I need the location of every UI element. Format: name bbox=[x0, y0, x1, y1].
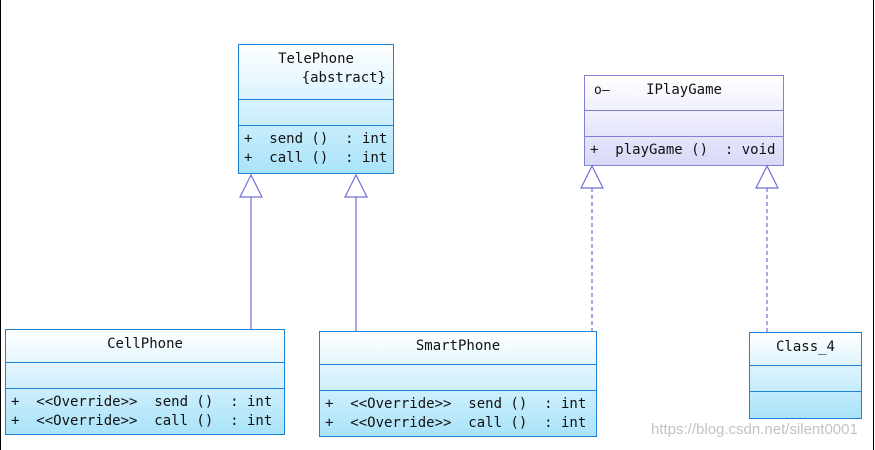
class-telephone-stereotype: {abstract} bbox=[301, 70, 386, 86]
class-smartphone[interactable]: SmartPhone + <<Override>> send () : int … bbox=[319, 331, 597, 437]
interface-iplaygame[interactable]: o– IPlayGame + playGame () : void bbox=[584, 75, 784, 166]
interface-iplaygame-name: IPlayGame bbox=[646, 82, 722, 98]
generalization-arrowhead bbox=[344, 173, 368, 198]
realization-smartphone-iplaygame[interactable] bbox=[580, 164, 604, 331]
method-override-call: + <<Override>> call () : int bbox=[11, 413, 273, 429]
class-cellphone-header: CellPhone bbox=[6, 330, 284, 362]
generalization-cellphone-telephone[interactable] bbox=[239, 173, 263, 329]
class-telephone-attributes bbox=[239, 99, 393, 125]
class-telephone[interactable]: TelePhone {abstract} + send () : int + c… bbox=[238, 44, 394, 174]
canvas-right-border bbox=[873, 0, 874, 450]
class-cellphone-methods: + <<Override>> send () : int + <<Overrid… bbox=[6, 388, 284, 434]
class-class4-methods bbox=[750, 391, 861, 418]
watermark-url: https://blog.csdn.net/silent0001 bbox=[651, 421, 858, 438]
interface-iplaygame-methods: + playGame () : void bbox=[585, 136, 783, 165]
method-call: + call () : int bbox=[244, 150, 388, 166]
class-cellphone[interactable]: CellPhone + <<Override>> send () : int +… bbox=[5, 329, 285, 435]
method-send: + send () : int bbox=[244, 131, 388, 147]
method-override-call: + <<Override>> call () : int bbox=[325, 415, 587, 431]
class-class4-name: Class_4 bbox=[775, 339, 835, 355]
class-cellphone-attributes bbox=[6, 362, 284, 388]
class-smartphone-header: SmartPhone bbox=[320, 332, 596, 364]
class-smartphone-name: SmartPhone bbox=[415, 338, 501, 354]
class-telephone-header: TelePhone {abstract} bbox=[239, 45, 393, 99]
interface-iplaygame-attributes bbox=[585, 110, 783, 136]
interface-iplaygame-header: o– IPlayGame bbox=[585, 76, 783, 110]
class-class4-attributes bbox=[750, 365, 861, 391]
canvas-left-border bbox=[0, 0, 1, 450]
class-class4[interactable]: Class_4 bbox=[749, 332, 862, 419]
class-cellphone-name: CellPhone bbox=[107, 336, 183, 352]
interface-lollipop-icon: o– bbox=[594, 83, 610, 98]
class-smartphone-attributes bbox=[320, 364, 596, 390]
method-override-send: + <<Override>> send () : int bbox=[11, 394, 273, 410]
class-telephone-name: TelePhone bbox=[278, 51, 354, 67]
class-smartphone-methods: + <<Override>> send () : int + <<Overrid… bbox=[320, 390, 596, 436]
class-class4-header: Class_4 bbox=[750, 333, 861, 365]
method-override-send: + <<Override>> send () : int bbox=[325, 396, 587, 412]
generalization-smartphone-telephone[interactable] bbox=[344, 173, 368, 331]
method-playgame: + playGame () : void bbox=[590, 142, 776, 158]
class-telephone-methods: + send () : int + call () : int bbox=[239, 125, 393, 173]
realization-arrowhead bbox=[755, 164, 779, 189]
realization-class4-iplaygame[interactable] bbox=[755, 164, 779, 332]
generalization-arrowhead bbox=[239, 173, 263, 198]
realization-arrowhead bbox=[580, 164, 604, 189]
